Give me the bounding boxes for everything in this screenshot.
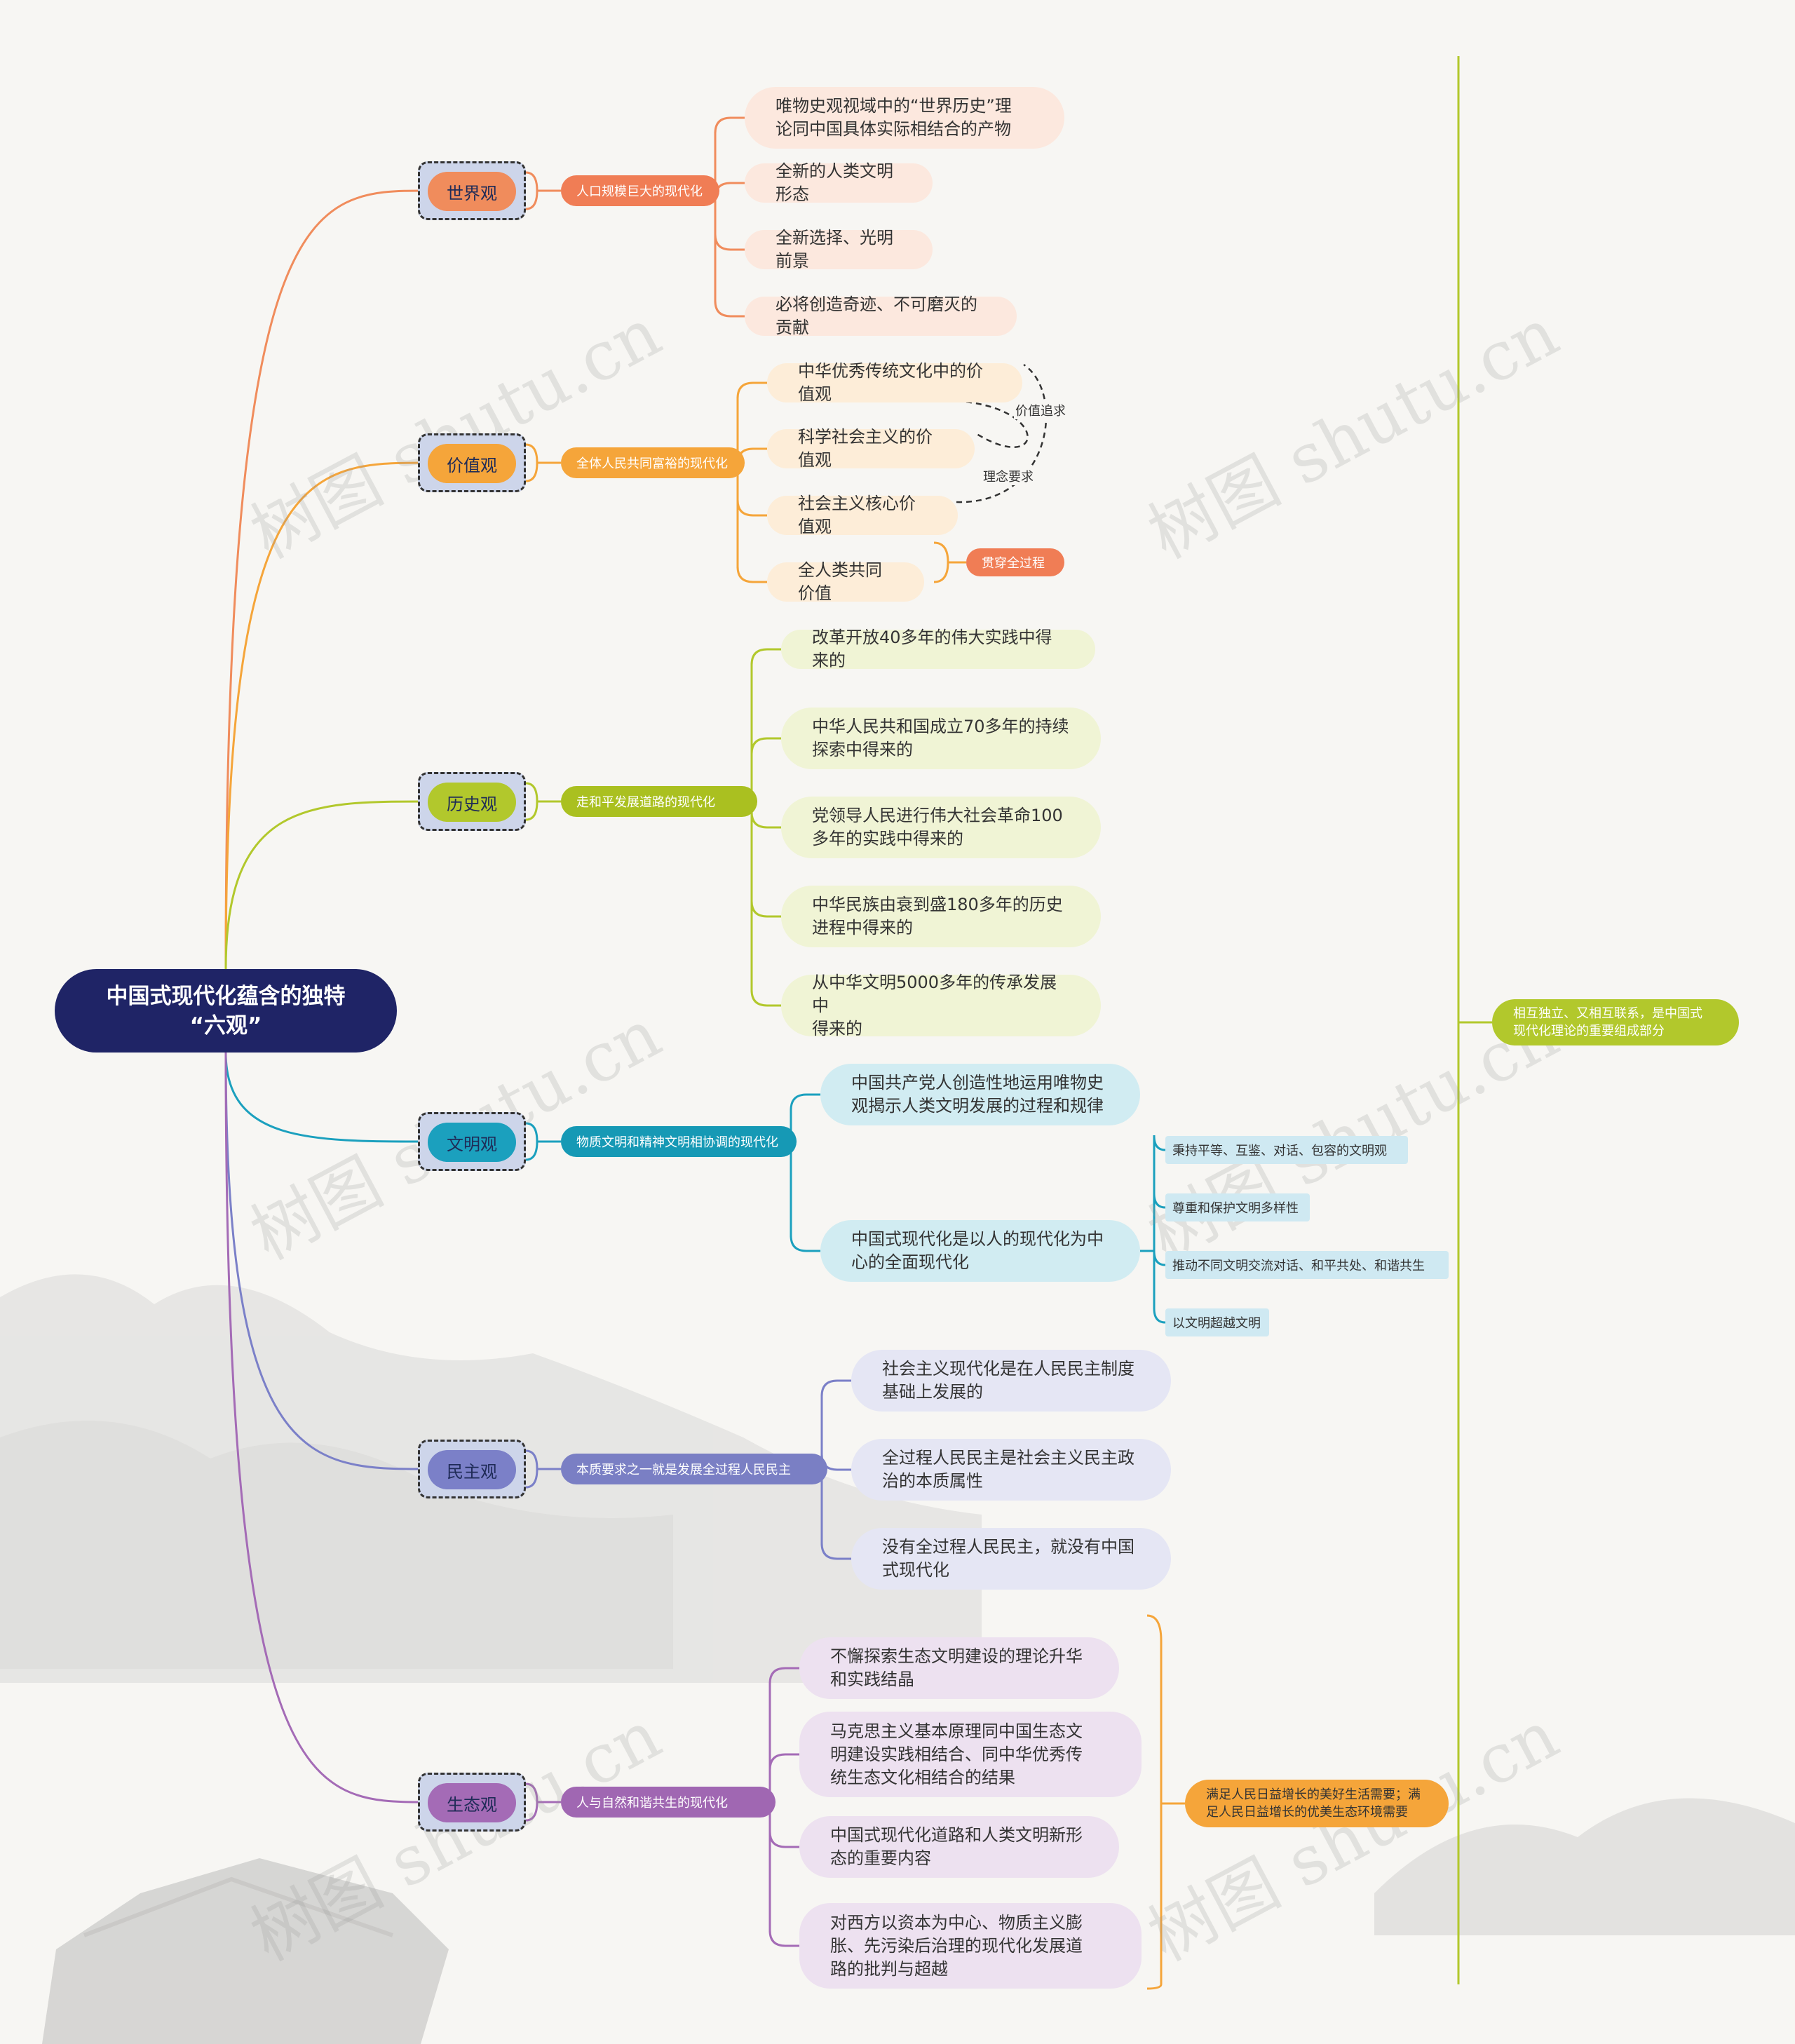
connector	[224, 189, 426, 970]
connector	[768, 1753, 799, 1771]
connector	[768, 1831, 799, 1848]
branch-world-frame: 世界观	[418, 161, 526, 220]
small-0[interactable]: 秉持平等、互鉴、对话、包容的文明观	[1165, 1136, 1408, 1164]
sub-history[interactable]: 走和平发展道路的现代化	[561, 786, 757, 817]
leaf-eco-2[interactable]: 中国式现代化道路和人类文明新形 态的重要内容	[799, 1816, 1119, 1878]
root-node[interactable]: 中国式现代化蕴含的独特 “六观”	[55, 969, 397, 1053]
connector	[750, 900, 781, 918]
connector	[714, 300, 745, 318]
sub-civil[interactable]: 物质文明和精神文明相协调的现代化	[561, 1126, 797, 1157]
connector	[750, 648, 781, 665]
connector	[714, 233, 745, 251]
branch-civil-frame: 文明观	[418, 1112, 526, 1171]
branch-eco[interactable]: 生态观	[428, 1783, 516, 1822]
connector	[736, 381, 767, 399]
summary-node[interactable]: 相互独立、又相互联系，是中国式 现代化理论的重要组成部分	[1492, 999, 1739, 1045]
connector	[933, 541, 949, 583]
leaf-civil-0[interactable]: 中国共产党人创造性地运用唯物史 观揭示人类文明发展的过程和规律	[820, 1064, 1140, 1125]
connector	[820, 1543, 851, 1560]
sub-democ[interactable]: 本质要求之一就是发展全过程人民民主	[561, 1454, 827, 1484]
connector	[768, 1930, 799, 1947]
relation-tag: 理念要求	[982, 467, 1035, 485]
small-3[interactable]: 以文明超越文明	[1165, 1308, 1269, 1336]
leaf-eco-3[interactable]: 对西方以资本为中心、物质主义膨 胀、先污染后治理的现代化发展道 路的批判与超越	[799, 1903, 1142, 1989]
connector	[224, 800, 426, 970]
connector	[525, 782, 538, 821]
connector	[1153, 1193, 1166, 1209]
leaf-democ-2[interactable]: 没有全过程人民民主，就没有中国 式现代化	[851, 1528, 1171, 1590]
connector	[750, 989, 781, 1007]
connector	[224, 1052, 426, 1143]
connector	[525, 1782, 538, 1822]
leaf-civil-1[interactable]: 中国式现代化是以人的现代化为中 心的全面现代化	[820, 1220, 1140, 1282]
sub-value[interactable]: 全体人民共同富裕的现代化	[561, 447, 745, 478]
leaf-democ-1[interactable]: 全过程人民民主是社会主义民主政 治的本质属性	[851, 1439, 1171, 1501]
branch-world[interactable]: 世界观	[428, 172, 516, 211]
connector	[820, 1379, 851, 1397]
leaf-world-1[interactable]: 全新的人类文明形态	[745, 161, 933, 204]
sub-world[interactable]: 人口规模巨大的现代化	[561, 175, 719, 206]
branch-value[interactable]: 价值观	[428, 444, 516, 483]
leaf-world-3[interactable]: 必将创造奇迹、不可磨灭的贡献	[745, 295, 1017, 337]
relation-tag: 价值追求	[1014, 401, 1067, 419]
connector	[956, 400, 1029, 448]
small-1[interactable]: 尊重和保护文明多样性	[1165, 1193, 1310, 1221]
branch-history-frame: 历史观	[418, 772, 526, 831]
branch-value-frame: 价值观	[418, 433, 526, 492]
connector	[790, 1235, 820, 1252]
connector	[1153, 1308, 1166, 1324]
extra-value[interactable]: 贯穿全过程	[966, 548, 1064, 576]
leaf-history-3[interactable]: 中华民族由衰到盛180多年的历史 进程中得来的	[781, 886, 1101, 947]
connector	[714, 116, 745, 134]
connector	[224, 461, 426, 970]
small-2[interactable]: 推动不同文明交流对话、和平共处、和谐共生	[1165, 1251, 1449, 1279]
connector	[736, 566, 767, 583]
leaf-history-4[interactable]: 从中华文明5000多年的传承发展中 得来的	[781, 973, 1101, 1038]
leaf-democ-0[interactable]: 社会主义现代化是在人民民主制度 基础上发展的	[851, 1350, 1171, 1412]
note-eco[interactable]: 满足人民日益增长的美好生活需要；满 足人民日益增长的优美生态环境需要	[1185, 1780, 1449, 1827]
leaf-history-1[interactable]: 中华人民共和国成立70多年的持续 探索中得来的	[781, 708, 1101, 769]
leaf-world-2[interactable]: 全新选择、光明前景	[745, 228, 933, 271]
leaf-eco-0[interactable]: 不懈探索生态文明建设的理论升华 和实践结晶	[799, 1637, 1119, 1699]
connector	[768, 1667, 799, 1684]
leaf-value-2[interactable]: 社会主义核心价值观	[767, 494, 958, 536]
connector	[525, 1122, 538, 1161]
connector	[750, 811, 781, 829]
connector	[1146, 1614, 1163, 1990]
connector	[750, 737, 781, 754]
leaf-value-1[interactable]: 科学社会主义的价值观	[767, 427, 975, 470]
leaf-history-0[interactable]: 改革开放40多年的伟大实践中得来的	[781, 628, 1095, 670]
leaf-history-2[interactable]: 党领导人民进行伟大社会革命100 多年的实践中得来的	[781, 797, 1101, 858]
connector	[1153, 1250, 1166, 1266]
leaf-value-3[interactable]: 全人类共同价值	[767, 560, 924, 603]
branch-democ-frame: 民主观	[418, 1440, 526, 1498]
connector	[790, 1093, 820, 1111]
leaf-eco-1[interactable]: 马克思主义基本原理同中国生态文 明建设实践相结合、同中华优秀传 统生态文化相结合…	[799, 1712, 1142, 1797]
connector	[525, 443, 538, 482]
leaf-world-0[interactable]: 唯物史观视域中的“世界历史”理 论同中国具体实际相结合的产物	[745, 87, 1064, 149]
branch-eco-frame: 生态观	[418, 1773, 526, 1832]
connector	[714, 182, 745, 199]
connector	[224, 1052, 426, 1803]
branch-civil[interactable]: 文明观	[428, 1123, 516, 1162]
connector	[1153, 1135, 1166, 1151]
branch-democ[interactable]: 民主观	[428, 1450, 516, 1489]
connector	[736, 499, 767, 517]
sub-eco[interactable]: 人与自然和谐共生的现代化	[561, 1787, 775, 1818]
connector	[525, 171, 538, 210]
connector	[224, 1052, 426, 1470]
leaf-value-0[interactable]: 中华优秀传统文化中的价值观	[767, 361, 1022, 404]
connector	[956, 363, 1048, 503]
branch-history[interactable]: 历史观	[428, 783, 516, 822]
